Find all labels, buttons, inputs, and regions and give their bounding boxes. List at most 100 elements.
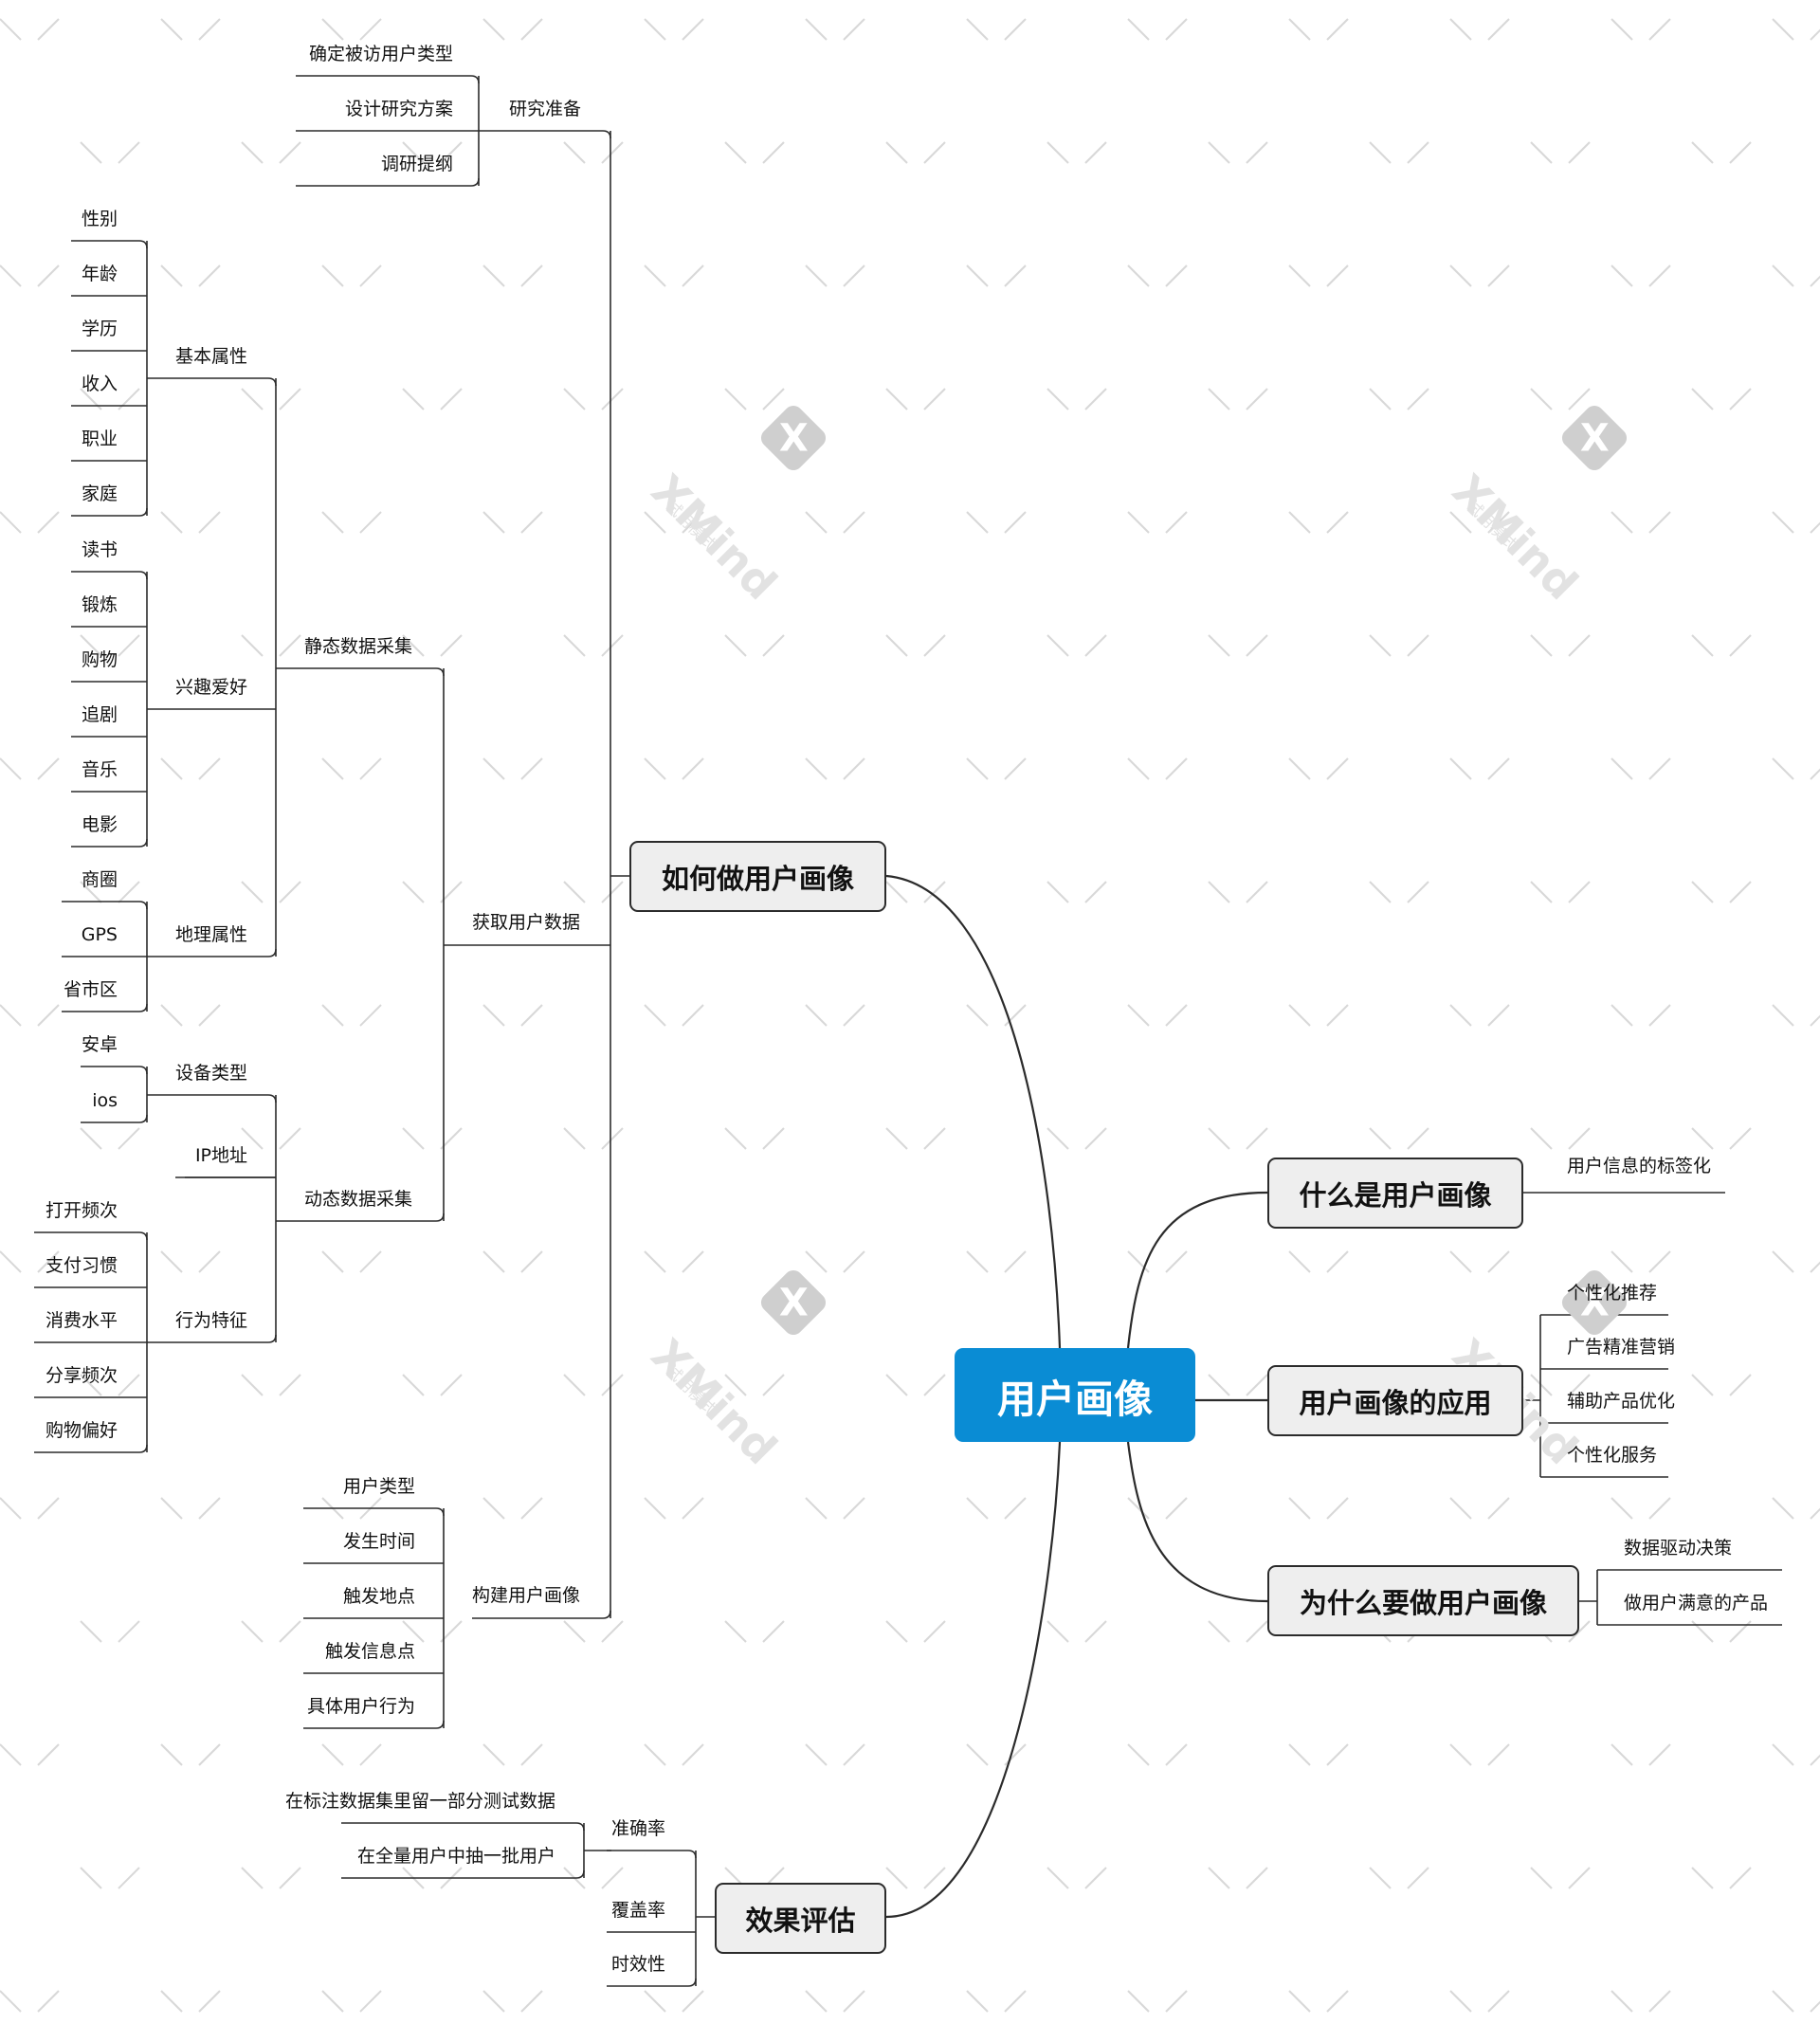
- interest-item[interactable]: 读书: [81, 539, 118, 560]
- watermark-stroke: [1772, 1497, 1794, 1520]
- behavior-item[interactable]: 支付习惯: [45, 1255, 118, 1276]
- watermark-stroke: [1208, 881, 1230, 903]
- watermark-stroke: [1530, 1374, 1553, 1396]
- watermark-stroke: [762, 1620, 785, 1643]
- topic-accuracy[interactable]: 准确率: [611, 1818, 666, 1839]
- watermark-stroke: [644, 1990, 666, 2013]
- watermark-stroke: [563, 881, 586, 903]
- behavior-item[interactable]: 购物偏好: [45, 1420, 118, 1441]
- watermark-stroke: [80, 1867, 102, 1889]
- behavior-item[interactable]: 分享频次: [45, 1365, 118, 1386]
- behavior-item[interactable]: 打开频次: [45, 1200, 118, 1221]
- apply-item[interactable]: 个性化推荐: [1567, 1283, 1658, 1304]
- interest-item[interactable]: 购物: [81, 649, 118, 670]
- watermark-stroke: [1127, 1497, 1150, 1520]
- prep-item[interactable]: 确定被访用户类型: [308, 44, 453, 64]
- geo-item[interactable]: 省市区: [63, 979, 118, 1000]
- watermark-stroke: [1449, 757, 1472, 780]
- interest-item[interactable]: 追剧: [81, 704, 118, 725]
- topic-timeliness[interactable]: 时效性: [611, 1954, 666, 1975]
- apply-item[interactable]: 辅助产品优化: [1567, 1391, 1676, 1412]
- watermark-stroke: [520, 1250, 543, 1273]
- branch-what[interactable]: 什么是用户画像: [1267, 1158, 1523, 1229]
- build-item[interactable]: 触发信息点: [324, 1641, 415, 1662]
- interest-item[interactable]: 锻炼: [81, 594, 118, 615]
- watermark-stroke: [1246, 141, 1268, 164]
- behavior-item[interactable]: 消费水平: [45, 1310, 118, 1331]
- device-item[interactable]: ios: [92, 1090, 118, 1111]
- build-item[interactable]: 触发地点: [342, 1586, 415, 1607]
- branch-eval[interactable]: 效果评估: [715, 1883, 886, 1954]
- watermark-stroke: [843, 1497, 865, 1520]
- topic-basic[interactable]: 基本属性: [175, 346, 248, 367]
- branch-how[interactable]: 如何做用户画像: [629, 841, 886, 912]
- branch-why[interactable]: 为什么要做用户画像: [1267, 1565, 1579, 1636]
- build-item[interactable]: 用户类型: [342, 1476, 415, 1497]
- how-main-underline: [569, 1610, 611, 1619]
- watermark-stroke: [1530, 141, 1553, 164]
- basic-item[interactable]: 收入: [81, 374, 118, 394]
- basic-item[interactable]: 学历: [81, 319, 118, 339]
- watermark-stroke: [1449, 1990, 1472, 2013]
- branch-apply[interactable]: 用户画像的应用: [1267, 1365, 1523, 1436]
- apply-item[interactable]: 广告精准营销: [1567, 1337, 1676, 1358]
- basic-item[interactable]: 年龄: [81, 264, 118, 284]
- basic-item[interactable]: 家庭: [81, 483, 118, 504]
- topic-prep[interactable]: 研究准备: [509, 99, 582, 119]
- why-item[interactable]: 数据驱动决策: [1624, 1538, 1733, 1559]
- watermark-stroke: [482, 1250, 505, 1273]
- watermark-stroke: [1648, 1004, 1671, 1027]
- watermark-stroke: [682, 511, 704, 534]
- topic-behavior[interactable]: 行为特征: [175, 1310, 248, 1331]
- watermark-stroke: [520, 1497, 543, 1520]
- apply-item[interactable]: 个性化服务: [1567, 1445, 1658, 1466]
- what-item[interactable]: 用户信息的标签化: [1567, 1156, 1712, 1176]
- interest-item[interactable]: 音乐: [81, 759, 118, 780]
- watermark-stroke: [1326, 18, 1349, 41]
- build-item[interactable]: 发生时间: [342, 1531, 415, 1552]
- topic-geo[interactable]: 地理属性: [175, 924, 248, 945]
- root-topic[interactable]: 用户画像: [955, 1348, 1195, 1442]
- watermark-stroke: [1208, 1867, 1230, 1889]
- device-item[interactable]: 安卓: [81, 1034, 118, 1055]
- watermark-stroke: [1326, 264, 1349, 287]
- topic-device[interactable]: 设备类型: [175, 1063, 248, 1084]
- watermark-stroke: [520, 1743, 543, 1766]
- why-item[interactable]: 做用户满意的产品: [1624, 1593, 1769, 1614]
- accuracy-item[interactable]: 在标注数据集里留一部分测试数据: [284, 1791, 555, 1812]
- topic-interest[interactable]: 兴趣爱好: [175, 677, 248, 698]
- watermark-stroke: [160, 1250, 183, 1273]
- topic-static[interactable]: 静态数据采集: [304, 636, 413, 657]
- topic-ip[interactable]: IP地址: [194, 1145, 247, 1166]
- topic-dynamic[interactable]: 动态数据采集: [304, 1189, 413, 1210]
- watermark-stroke: [440, 634, 463, 657]
- watermark-stroke: [241, 1127, 264, 1150]
- watermark-stroke: [482, 757, 505, 780]
- watermark-stroke: [843, 757, 865, 780]
- basic-item[interactable]: 性别: [81, 209, 118, 229]
- build-item[interactable]: 具体用户行为: [306, 1696, 415, 1717]
- watermark-stroke: [1288, 1497, 1311, 1520]
- topic-acquire[interactable]: 获取用户数据: [472, 912, 581, 933]
- watermark-stroke: [1004, 1497, 1027, 1520]
- accuracy-item[interactable]: 在全量用户中抽一批用户: [356, 1846, 555, 1867]
- watermark-stroke: [563, 141, 586, 164]
- watermark-stroke: [1165, 1004, 1188, 1027]
- geo-item[interactable]: GPS: [81, 924, 118, 945]
- watermark-stroke: [1810, 1507, 1820, 1520]
- prep-item[interactable]: 设计研究方案: [344, 99, 453, 119]
- watermark-stroke: [1691, 881, 1714, 903]
- watermark-stroke: [321, 264, 344, 287]
- topic-coverage[interactable]: 覆盖率: [611, 1900, 666, 1921]
- basic-item[interactable]: 职业: [81, 429, 118, 449]
- build-underline: [303, 1507, 445, 1517]
- accuracy-underline: [341, 1869, 585, 1879]
- watermark-stroke: [966, 264, 989, 287]
- watermark-stroke: [1729, 634, 1752, 657]
- interest-item[interactable]: 电影: [81, 814, 118, 835]
- prep-item[interactable]: 调研提纲: [380, 154, 453, 174]
- watermark-stroke: [1729, 1374, 1752, 1396]
- geo-item[interactable]: 商圈: [81, 869, 118, 890]
- watermark-stroke: [1810, 1014, 1820, 1027]
- topic-build[interactable]: 构建用户画像: [472, 1585, 581, 1606]
